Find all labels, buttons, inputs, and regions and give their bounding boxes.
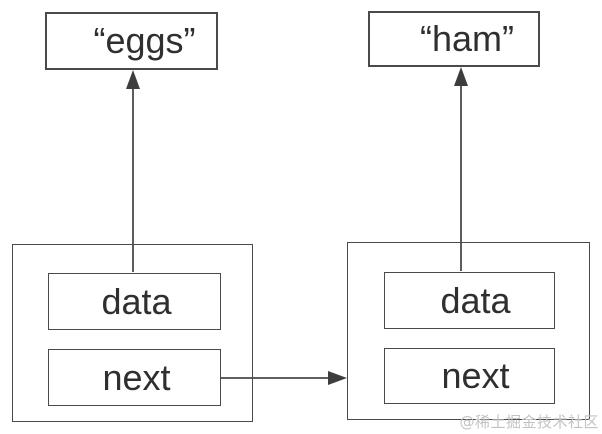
node-2-box: data next: [347, 242, 590, 420]
watermark-text: @稀土掘金技术社区: [459, 413, 599, 431]
node-1-box: data next: [12, 244, 253, 422]
node-1-data-label: data: [101, 280, 172, 322]
arrow-node2-data-to-ham: [454, 67, 468, 271]
node-1-next-label: next: [102, 356, 171, 398]
node-2-next-label: next: [441, 355, 510, 396]
value-box-ham: “ham”: [368, 11, 540, 67]
value-box-eggs: “eggs”: [45, 12, 218, 70]
node-1-data-field: data: [48, 273, 221, 330]
node-2-data-field: data: [384, 272, 555, 329]
value-label-ham: “ham”: [419, 18, 514, 59]
node-2-next-field: next: [384, 348, 555, 404]
node-2-data-label: data: [440, 279, 511, 321]
arrow-node1-data-to-eggs: [126, 70, 140, 272]
value-label-eggs: “eggs”: [93, 20, 196, 61]
node-1-next-field: next: [48, 349, 221, 406]
